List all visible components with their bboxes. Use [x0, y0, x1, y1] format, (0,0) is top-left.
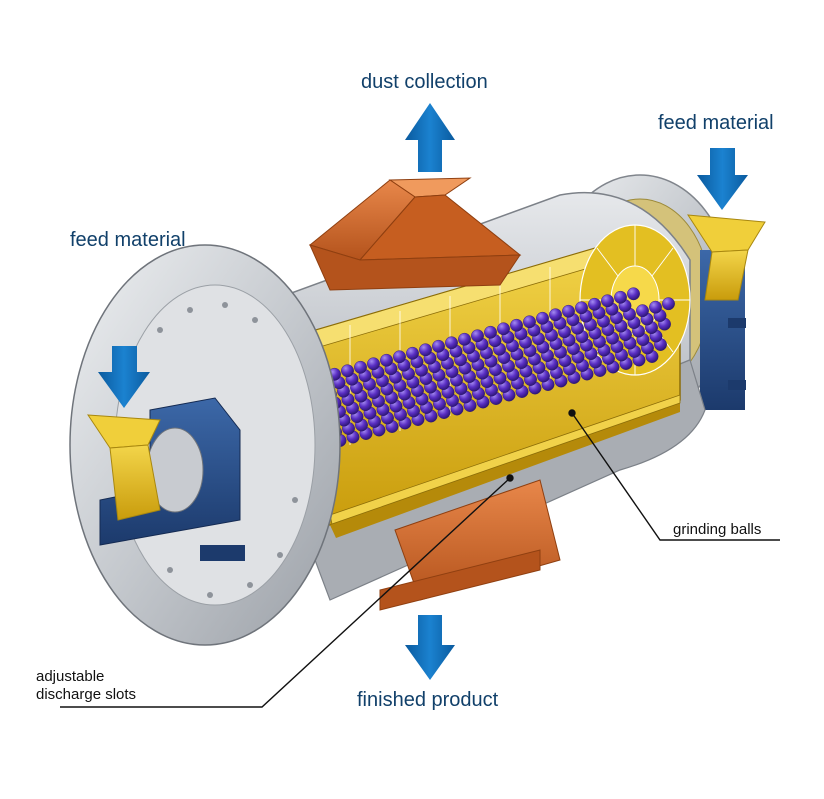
arrow-dust-collection [405, 103, 455, 172]
grinding-ball [549, 308, 562, 322]
grinding-ball [523, 315, 536, 329]
grinding-ball [614, 290, 627, 304]
discharge-hood [379, 479, 561, 611]
right-feed-chute [687, 214, 766, 301]
grinding-ball [601, 294, 614, 308]
grinding-ball [484, 325, 497, 339]
arrow-feed-left [98, 346, 150, 408]
grinding-ball [354, 360, 367, 374]
feed-material-right-label: feed material [658, 112, 774, 134]
grinding-ball [341, 364, 354, 378]
feed-material-left-label: feed material [70, 229, 186, 251]
grinding-ball [510, 318, 523, 332]
callout-discharge-slots [60, 474, 514, 708]
grinding-ball [662, 297, 675, 311]
grinding-ball [432, 339, 445, 353]
discharge-slots [329, 394, 681, 525]
arrow-feed-right [697, 148, 748, 210]
grinding-ball [458, 332, 471, 346]
callout-grinding-balls [568, 409, 780, 541]
grinding-ball [536, 311, 549, 325]
grinding-ball [367, 357, 380, 371]
grinding-ball [575, 301, 588, 315]
adjustable-label: adjustable [36, 668, 105, 685]
grinding-balls-label: grinding balls [673, 521, 762, 538]
grinding-ball [393, 350, 406, 364]
grinding-ball [497, 322, 510, 336]
grinding-ball [636, 304, 649, 318]
grinding-ball [588, 297, 601, 311]
grinding-ball [649, 300, 662, 314]
finished-product-label: finished product [357, 689, 499, 711]
grinding-ball [445, 336, 458, 350]
dust-collection-label: dust collection [361, 71, 488, 93]
grinding-ball [406, 346, 419, 360]
dust-collection-hood [308, 177, 522, 291]
grinding-ball [471, 329, 484, 343]
grinding-ball [380, 353, 393, 367]
grinding-ball [419, 343, 432, 357]
discharge-slots-label: discharge slots [36, 686, 137, 703]
grinding-ball [562, 304, 575, 318]
grinding-ball [627, 287, 640, 301]
left-feed-chute [87, 414, 161, 521]
arrow-finished-product [405, 615, 455, 680]
